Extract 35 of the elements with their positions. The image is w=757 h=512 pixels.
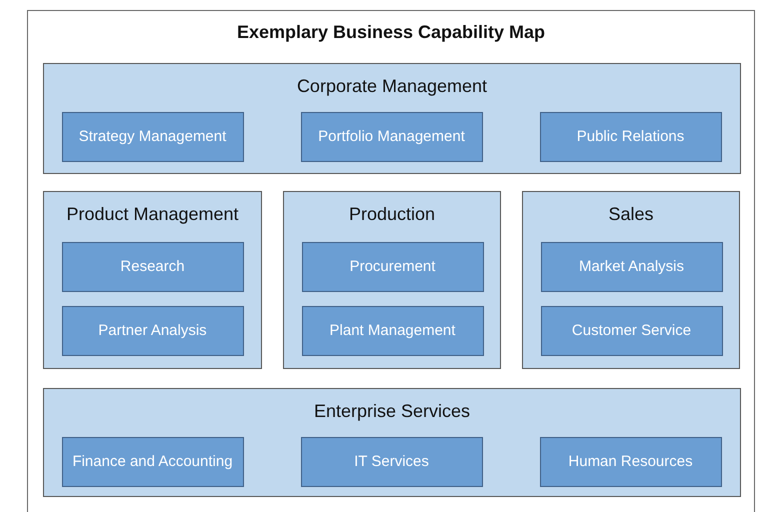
capability-group xyxy=(283,191,501,369)
capability-label: IT Services xyxy=(353,452,430,471)
capability-box xyxy=(300,436,482,486)
capability-group xyxy=(522,191,740,369)
group-heading: Sales xyxy=(607,204,655,225)
capability-box xyxy=(62,436,244,486)
capability-group xyxy=(43,388,741,497)
group-heading: Production xyxy=(348,204,436,225)
capability-label: Market Analysis xyxy=(578,257,686,276)
capability-group xyxy=(43,63,741,174)
capability-box xyxy=(300,112,482,162)
group-heading: Corporate Management xyxy=(296,76,488,97)
capability-box xyxy=(540,306,722,356)
capability-label: Plant Management xyxy=(328,321,456,340)
capability-box xyxy=(62,306,244,356)
capability-label: Public Relations xyxy=(576,127,686,146)
capability-label: Strategy Management xyxy=(78,127,228,146)
capability-box xyxy=(540,112,722,162)
capability-label: Partner Analysis xyxy=(97,321,208,340)
group-heading: Product Management xyxy=(65,204,240,225)
capability-box xyxy=(540,436,722,486)
capability-group xyxy=(43,191,262,369)
capability-label: Portfolio Management xyxy=(317,127,466,146)
group-heading: Enterprise Services xyxy=(312,401,472,422)
capability-box xyxy=(540,242,722,292)
capability-box xyxy=(62,112,244,162)
capability-label: Human Resources xyxy=(567,452,694,471)
capability-label: Customer Service xyxy=(570,321,692,340)
capability-label: Finance and Accounting xyxy=(71,452,234,471)
capability-label: Research xyxy=(119,257,186,276)
capability-label: Procurement xyxy=(348,257,436,276)
capability-box xyxy=(62,242,244,292)
capability-box xyxy=(302,306,484,356)
capability-box xyxy=(302,242,484,292)
diagram-title: Exemplary Business Capability Map xyxy=(236,22,546,43)
